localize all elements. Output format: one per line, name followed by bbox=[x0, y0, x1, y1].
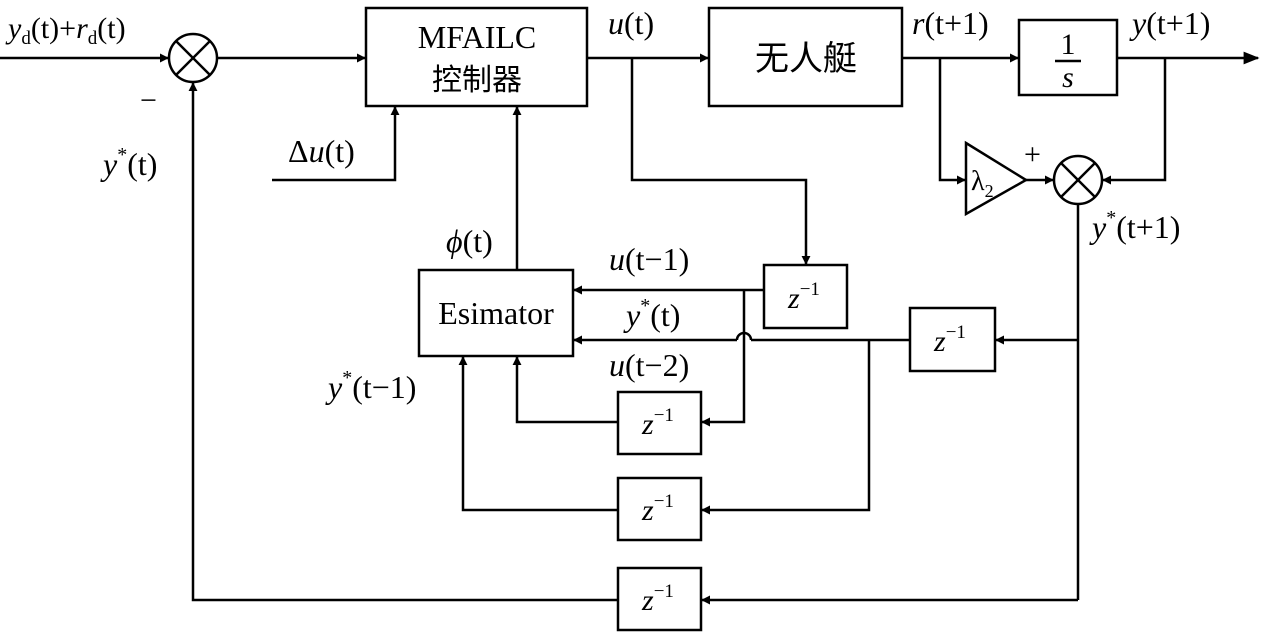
ystar-t-left-label: y*(t) bbox=[100, 144, 157, 182]
input-signal-label: yd(t)+rd(t) bbox=[5, 12, 126, 49]
integrator-numerator: 1 bbox=[1061, 28, 1076, 61]
ystar-t-mid-label: y*(t) bbox=[623, 295, 680, 333]
delay-label-ystar-tm1: z−1 bbox=[641, 491, 674, 527]
y-t1-label: y(t+1) bbox=[1129, 5, 1210, 41]
delay-block-ystar-tm1 bbox=[616, 476, 703, 542]
u-tm1-label: u(t−1) bbox=[609, 241, 689, 277]
mfailc-controller-block bbox=[364, 6, 589, 108]
controller-title: MFAILC bbox=[418, 19, 537, 55]
delay-block-feedback bbox=[616, 566, 703, 632]
r-t1-label: r(t+1) bbox=[912, 5, 989, 41]
gain-label: λ2 bbox=[971, 166, 994, 201]
delay-label-ystar: z−1 bbox=[933, 322, 966, 358]
minus-sign: − bbox=[140, 84, 157, 117]
integrator-block bbox=[1017, 18, 1119, 97]
boat-label: 无人艇 bbox=[755, 39, 857, 79]
summing-junction-left bbox=[167, 32, 219, 84]
signal-lines bbox=[0, 51, 1260, 605]
unmanned-boat-block bbox=[707, 6, 904, 108]
estimator-label: Esimator bbox=[438, 295, 554, 331]
plus-sign: + bbox=[1024, 138, 1041, 171]
ystar-tm1-label: y*(t−1) bbox=[325, 367, 416, 405]
controller-subtitle: 控制器 bbox=[432, 63, 522, 98]
delay-label-feedback: z−1 bbox=[641, 581, 674, 617]
summing-junction-right bbox=[1052, 154, 1104, 206]
integrator-denominator: s bbox=[1062, 61, 1074, 94]
gain-lambda2-block bbox=[964, 140, 1029, 217]
delay-block-ystar bbox=[908, 306, 997, 373]
u-t-label: u(t) bbox=[608, 5, 654, 41]
phi-label: ϕ(t) bbox=[446, 223, 493, 259]
ystar-t1-label: y*(t+1) bbox=[1089, 207, 1180, 245]
delta-u-label: Δu(t) bbox=[288, 133, 355, 169]
delay-label-u-tm2: z−1 bbox=[641, 405, 674, 441]
delay-label-u: z−1 bbox=[787, 279, 820, 315]
u-tm2-label: u(t−2) bbox=[609, 347, 689, 383]
estimator-block bbox=[417, 268, 575, 358]
delay-block-u-tm2 bbox=[616, 390, 703, 456]
delay-block-u bbox=[762, 263, 849, 330]
